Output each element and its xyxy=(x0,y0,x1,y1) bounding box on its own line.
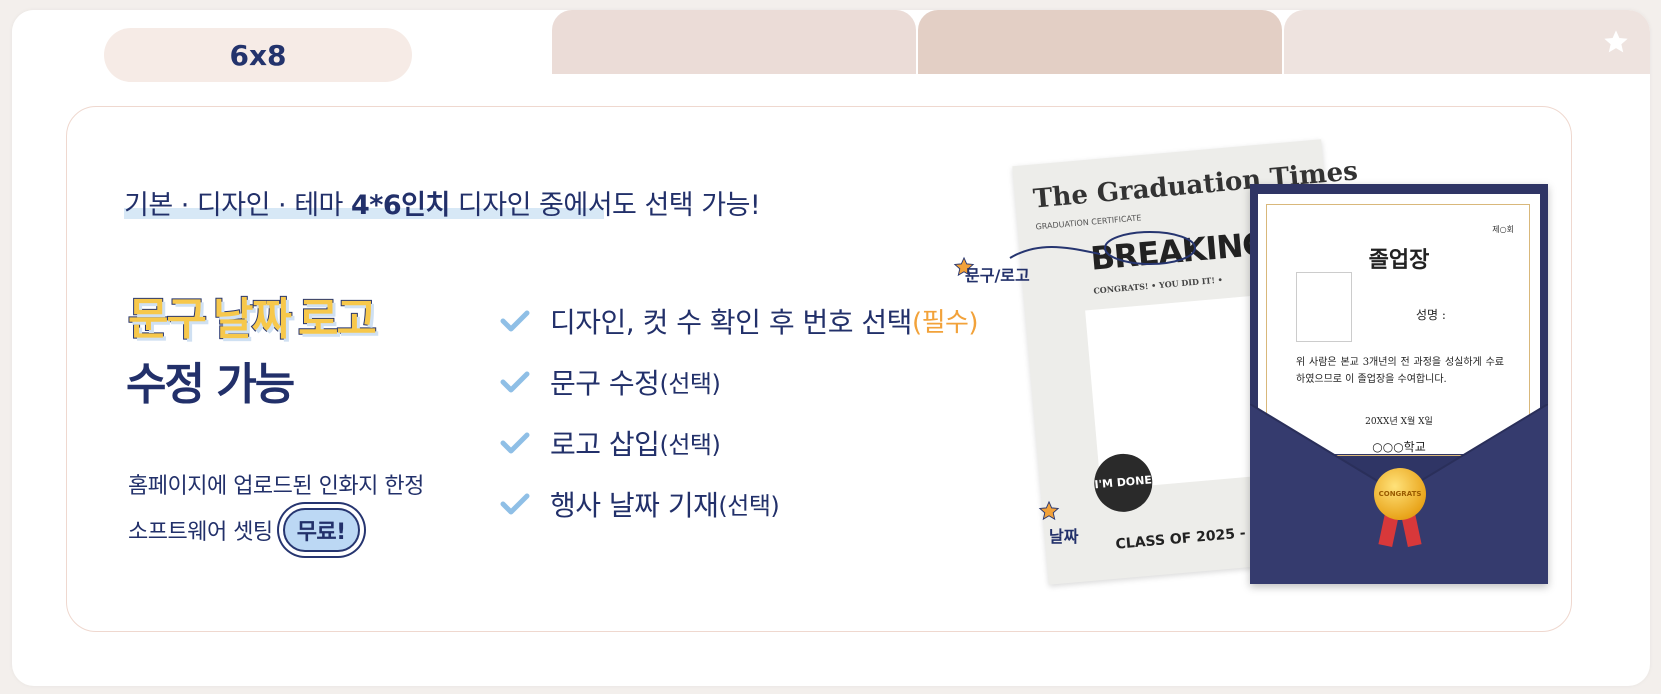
product-illustration: The Graduation Times GRADUATION CERTIFIC… xyxy=(1012,139,1550,590)
certificate-school: ○○○학교 xyxy=(1372,440,1426,454)
certificate-title: 졸업장 xyxy=(1368,247,1430,273)
tab-4[interactable] xyxy=(1284,10,1650,74)
checklist-item: 디자인, 컷 수 확인 후 번호 선택 (필수) xyxy=(500,290,979,351)
checklist-optional: (선택) xyxy=(659,370,721,398)
checklist-item: 행사 날짜 기재 (선택) xyxy=(500,473,978,534)
checklist-text: 문구 수정 xyxy=(550,366,660,400)
note-line-1: 홈페이지에 업로드된 인화지 한정 xyxy=(128,474,424,499)
check-icon xyxy=(500,310,530,331)
certificate-name-label: 성명 : xyxy=(1416,308,1446,322)
badge-logo: 로고 xyxy=(297,293,378,346)
tab-3[interactable] xyxy=(918,10,1282,74)
checklist-required: (필수) xyxy=(911,308,979,338)
check-icon xyxy=(500,493,530,514)
note-line-2-text: 소프트웨어 셋팅 xyxy=(128,520,273,545)
medal: CONGRATS xyxy=(1374,468,1426,520)
checklist-item: 로고 삽입 (선택) xyxy=(500,412,978,473)
star-icon xyxy=(1038,500,1060,521)
certificate-body: 위 사람은 본교 3개년의 전 과정을 성실하게 수료하였으므로 이 졸업장을 … xyxy=(1296,357,1504,385)
editable-badges: 문구 날짜 로고 xyxy=(127,283,378,347)
star-icon[interactable] xyxy=(1602,28,1630,56)
check-icon xyxy=(500,432,530,453)
checklist-text: 디자인, 컷 수 확인 후 번호 선택 xyxy=(550,305,912,339)
callout-logo-label: 문구/로고 xyxy=(965,266,1030,285)
headline: 기본 · 디자인 · 테마 4*6인치 디자인 중에서도 선택 가능! xyxy=(124,183,761,222)
checklist-text: 로고 삽입 xyxy=(550,427,660,461)
certificate-sheet: 제○회 졸업장 성명 : 위 사람은 본교 3개년의 전 과정을 성실하게 수료… xyxy=(1258,194,1540,456)
callout-date-label: 날짜 xyxy=(1049,527,1079,546)
tab-6x8-label[interactable]: 6x8 xyxy=(104,28,412,82)
tab-6x8[interactable]: 6x8 xyxy=(12,10,550,86)
headline-bold: 4*6인치 xyxy=(350,190,450,221)
checklist-optional: (선택) xyxy=(718,492,780,520)
certificate-photo xyxy=(1296,272,1352,342)
headline-underline xyxy=(124,208,604,219)
star-icon xyxy=(953,256,975,277)
callout-line-logo xyxy=(1009,231,1196,265)
tab-2[interactable] xyxy=(552,10,916,74)
note-line-2: 소프트웨어 셋팅 무료! xyxy=(128,508,360,552)
badge-text: 문구 xyxy=(127,293,208,346)
checklist: 디자인, 컷 수 확인 후 번호 선택 (필수) 문구 수정 (선택) 로고 삽… xyxy=(500,290,979,534)
certificate-border xyxy=(1266,204,1530,456)
checklist-item: 문구 수정 (선택) xyxy=(500,351,978,412)
newspaper-sub: GRADUATION CERTIFICATE xyxy=(1035,213,1142,232)
certificate-date: 20XX년 X월 X일 xyxy=(1365,417,1433,427)
checklist-text: 행사 날짜 기재 xyxy=(550,488,719,522)
check-icon xyxy=(500,371,530,392)
certificate-number: 제○회 xyxy=(1492,225,1514,234)
free-badge: 무료! xyxy=(282,508,360,552)
headline-suffix: 디자인 중에서도 선택 가능! xyxy=(449,190,761,221)
badge-date: 날짜 xyxy=(212,293,293,346)
editable-title: 수정 가능 xyxy=(126,359,295,410)
certificate: 제○회 졸업장 성명 : 위 사람은 본교 3개년의 전 과정을 성실하게 수료… xyxy=(1250,184,1548,584)
checklist-optional: (선택) xyxy=(659,431,721,459)
headline-prefix: 기본 · 디자인 · 테마 xyxy=(124,190,351,221)
